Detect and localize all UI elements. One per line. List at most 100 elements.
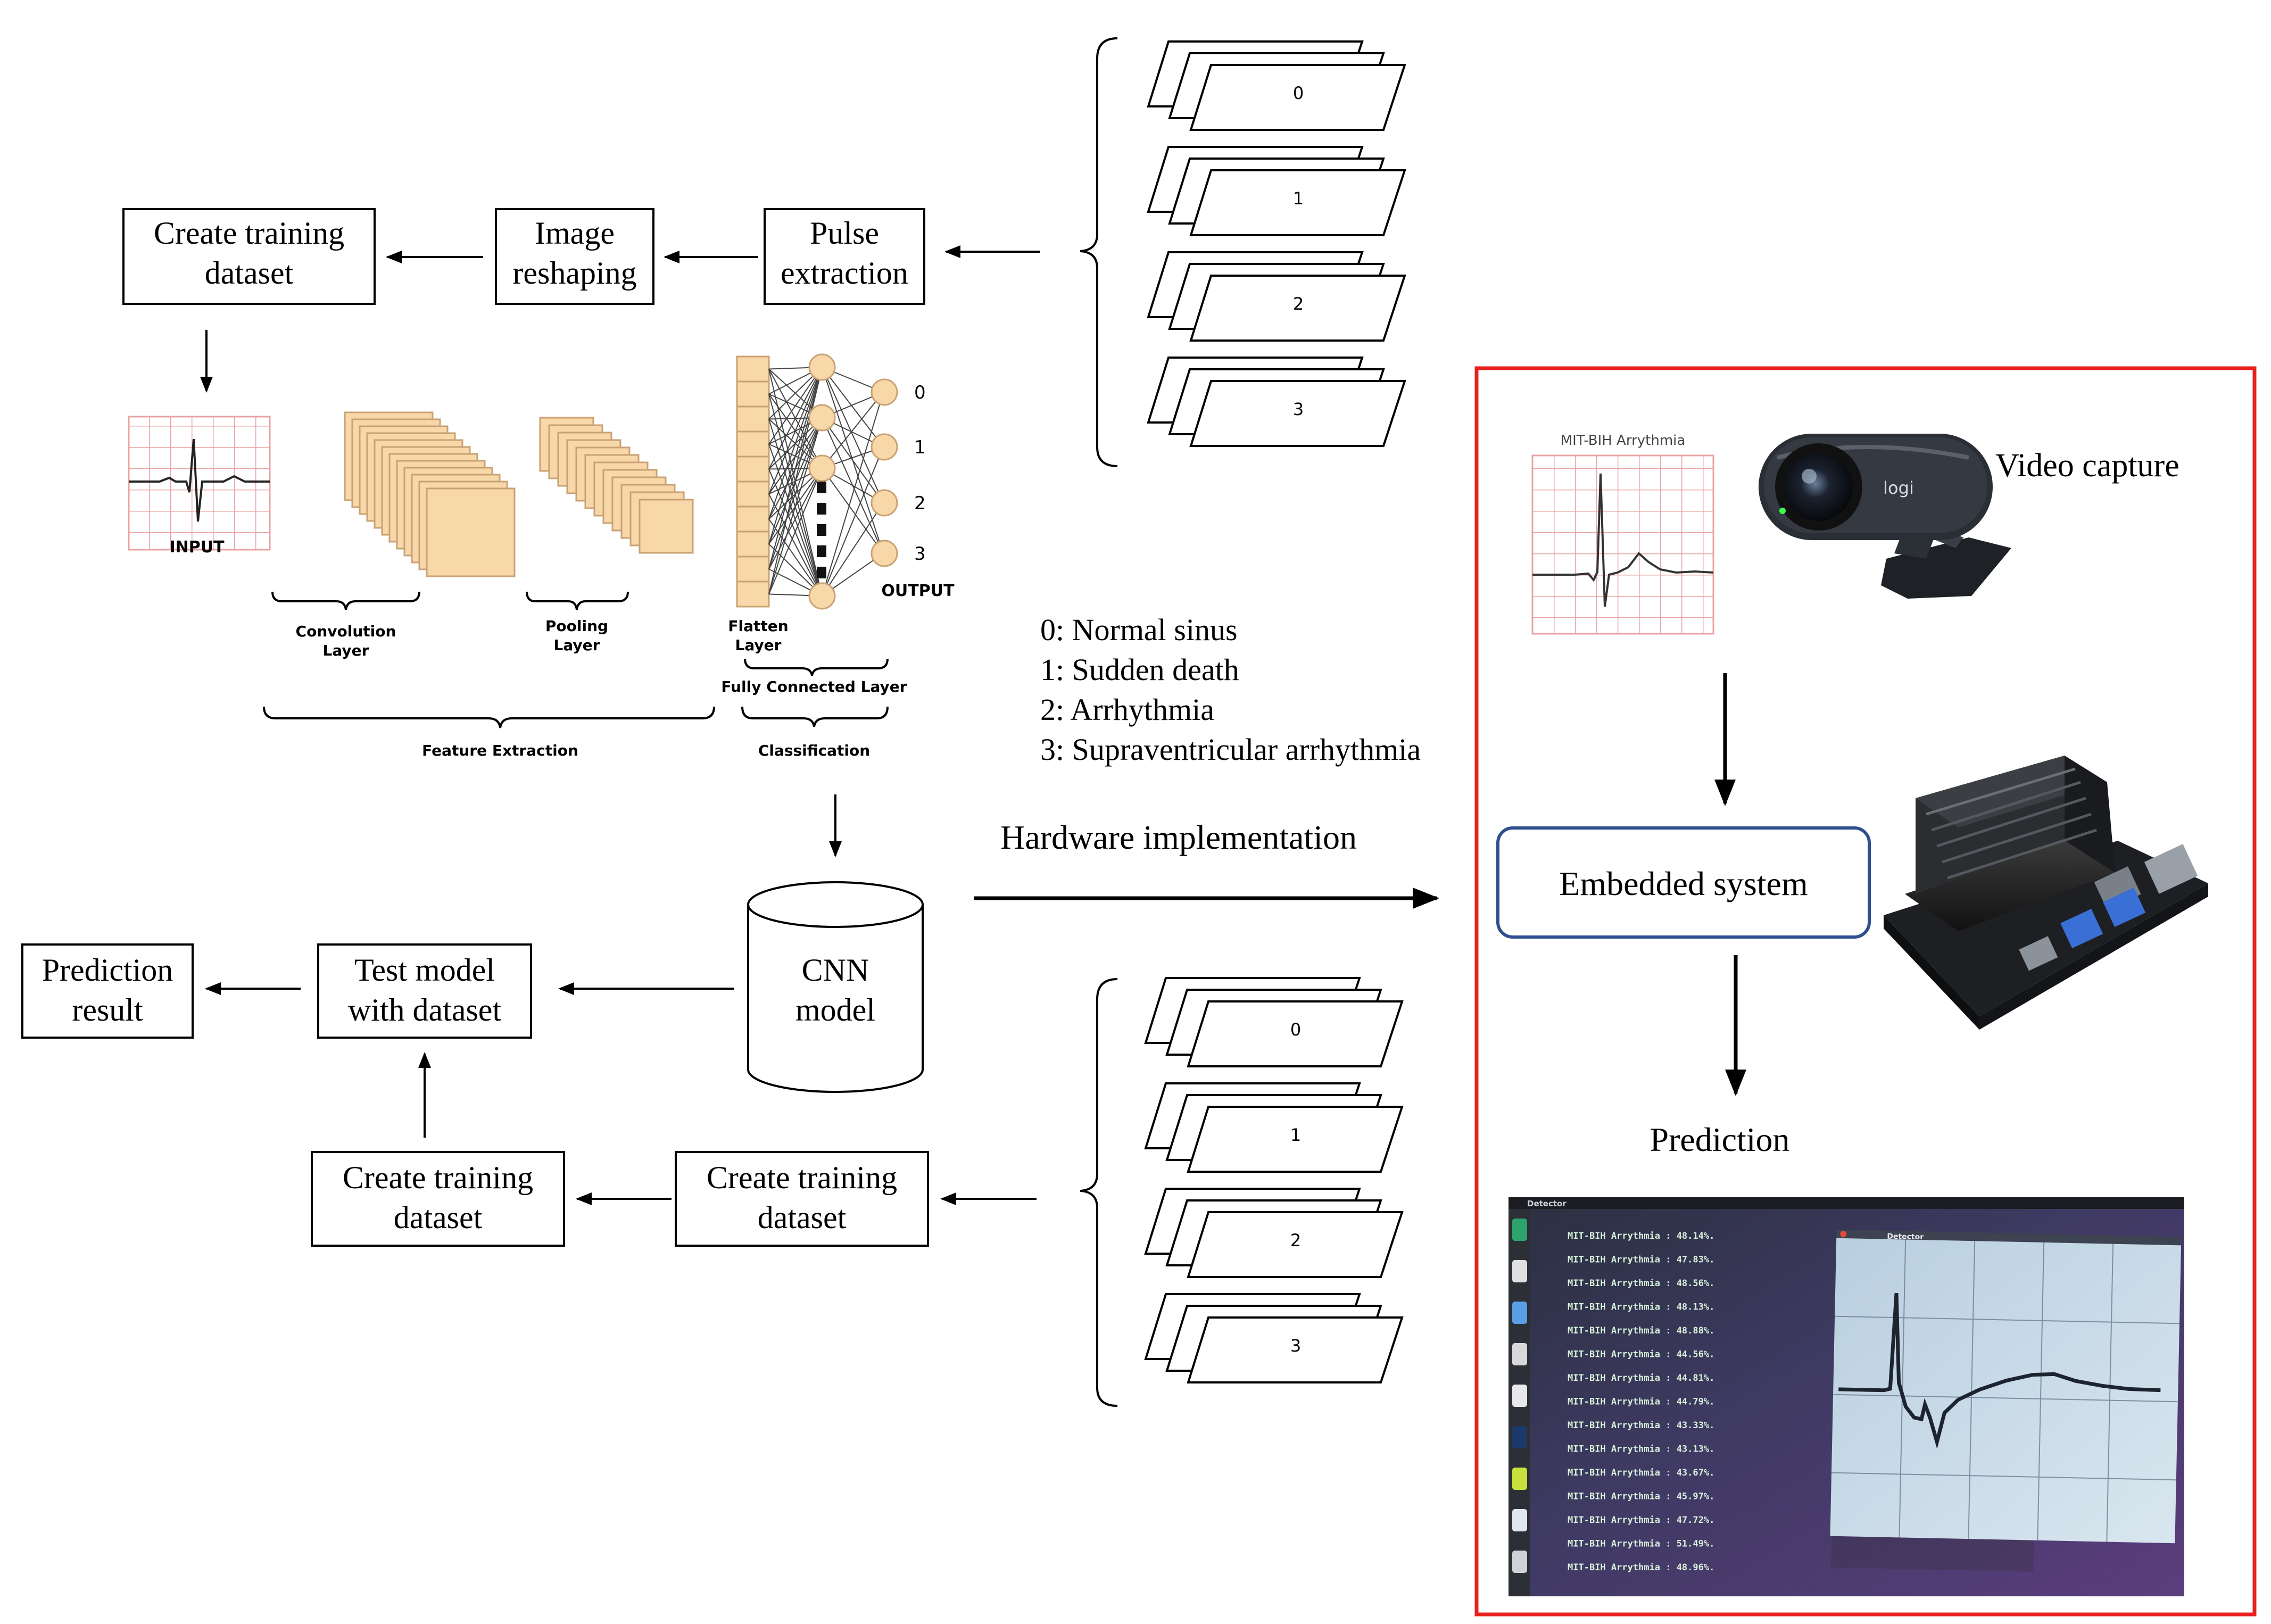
brace-bottom [1080,978,1118,1407]
dock-app-icon[interactable] [1512,1302,1527,1324]
screen-plot-title: Detector [1887,1232,1924,1241]
ellipsis-dot [817,545,826,557]
ellipsis-dot [817,524,826,536]
flatten-cell [736,355,770,383]
flatten-cell [736,581,770,608]
screen-dock [1512,1219,1527,1573]
log-line: MIT-BIH Arrythmia : 47.83%. [1568,1255,1714,1265]
fc-connection [768,367,823,594]
pooling-feature-maps [539,417,694,554]
brace-convolution [271,591,420,610]
fc-connection [822,446,884,596]
brace-pooling [526,591,629,610]
brace-feature-extraction [263,706,715,728]
webcam-photo: logi [1759,434,2011,599]
flatten-cell [736,506,770,533]
hidden-neuron [808,454,836,482]
flatten-cell [736,556,770,583]
dock-app-icon[interactable] [1512,1468,1527,1490]
fc-connection [822,502,884,596]
log-line: MIT-BIH Arrythmia : 48.56%. [1568,1278,1714,1289]
log-line: MIT-BIH Arrythmia : 44.56%. [1568,1349,1714,1360]
ellipsis-dot [817,503,826,515]
output-node-label: 3 [914,543,926,565]
create-training-top-line1: Create training [154,216,344,251]
prediction-result-line1: Prediction [42,952,173,988]
feature-map [639,499,694,554]
output-node-label: 0 [914,382,926,403]
image-reshaping-line1: Image [535,216,615,251]
image-reshaping-box: Image reshaping [495,208,654,305]
log-line: MIT-BIH Arrythmia : 48.96%. [1568,1562,1714,1573]
legend-class-1: 1: Sudden death [1040,652,1239,687]
webcam-brand: logi [1883,478,1914,498]
mit-bih-ecg-thumbnail: MIT-BIH Arrythmia [1531,433,1714,635]
log-line: MIT-BIH Arrythmia : 45.97%. [1568,1492,1714,1502]
legend-class-3: 3: Supraventricular arrhythmia [1040,732,1421,767]
frame-stack-item: 2 [1147,251,1406,342]
fc-connection [768,367,823,544]
dock-app-icon[interactable] [1512,1385,1527,1407]
flatten-cell [736,430,770,458]
flatten-label-2: Layer [735,636,782,654]
fully-connected-network: 0 1 2 3 [736,353,926,610]
log-line: MIT-BIH Arrythmia : 43.33%. [1568,1420,1714,1431]
pulse-extraction-box: Pulse extraction [764,208,925,305]
create-training-bl-line2: dataset [394,1200,483,1235]
fc-connection [768,367,823,494]
ellipsis-dot [817,482,826,493]
frame-stack-item: 3 [1144,1293,1404,1383]
fc-connection [768,417,823,594]
frame-stack-item: 3 [1147,357,1406,447]
frame-stack-label: 1 [1293,188,1304,209]
cnn-model-cylinder: CNN model [747,881,924,1093]
input-ecg-panel: INPUT [128,416,271,557]
feature-extraction-label: Feature Extraction [422,742,578,759]
frame-stack-top: 0 1 2 3 [1147,40,1406,447]
log-line: MIT-BIH Arrythmia : 48.14%. [1568,1231,1714,1241]
fc-connection [822,392,884,596]
create-training-br-line2: dataset [758,1200,847,1235]
dock-app-icon[interactable] [1512,1219,1527,1241]
flatten-label-1: Flatten [728,617,788,635]
fc-connection [822,468,884,554]
flatten-cell [736,531,770,558]
class-legend: 0: Normal sinus 1: Sudden death 2: Arrhy… [1040,612,1421,767]
fc-connection [768,417,823,569]
log-line: MIT-BIH Arrythmia : 44.81%. [1568,1373,1714,1383]
test-model-line1: Test model [354,952,495,988]
dock-app-icon[interactable] [1512,1426,1527,1448]
frame-stack-label: 1 [1290,1125,1301,1145]
output-neuron [871,540,898,567]
output-node-label: 1 [914,437,926,458]
log-line: MIT-BIH Arrythmia : 48.88%. [1568,1325,1714,1336]
prediction-label: Prediction [1650,1121,1789,1158]
dock-app-icon[interactable] [1512,1509,1527,1531]
dock-app-icon[interactable] [1512,1343,1527,1365]
image-reshaping-line2: reshaping [512,255,636,291]
fc-connection [768,367,823,469]
video-capture-label: Video capture [1995,448,2179,484]
convolution-label-1: Convolution [296,623,396,640]
ellipsis-dot [817,567,826,578]
fc-connection [768,468,823,569]
flatten-cell [736,380,770,408]
legend-class-2: 2: Arrhythmia [1040,692,1214,727]
dock-app-icon[interactable] [1512,1260,1527,1282]
frame-stack-label: 0 [1293,83,1304,103]
create-training-box-top: Create training dataset [122,208,376,305]
test-model-line2: with dataset [348,992,502,1028]
classification-label: Classification [758,742,870,759]
frame-stack-item: 1 [1144,1082,1404,1173]
flatten-cell [736,480,770,508]
screen-plot-window: Detector [1830,1229,2182,1572]
log-line: MIT-BIH Arrythmia : 43.13%. [1568,1444,1714,1455]
output-node-label: 2 [914,493,926,514]
ecg-thumbnail-title: MIT-BIH Arrythmia [1561,433,1686,449]
hidden-neuron [808,353,836,381]
fc-connection [768,468,823,594]
dock-app-icon[interactable] [1512,1551,1527,1573]
output-neuron [871,378,898,406]
